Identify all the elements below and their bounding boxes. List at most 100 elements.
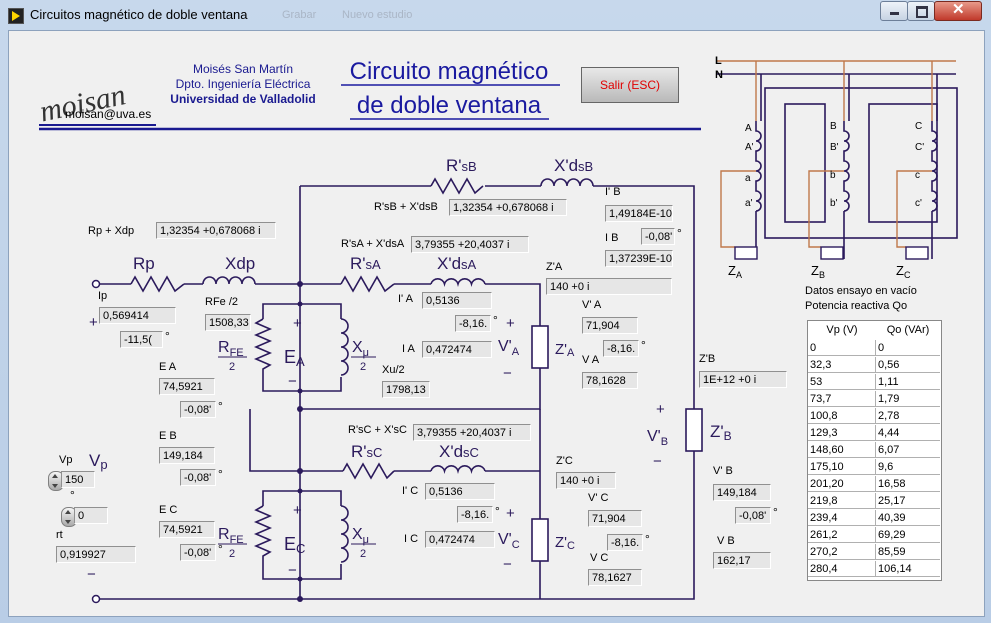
xu2-label: Xu/2 <box>382 364 405 376</box>
table-cell-qo[interactable]: 9,6 <box>876 459 940 475</box>
table-cell-qo[interactable]: 106,14 <box>876 561 940 577</box>
eb-value-label: E B <box>159 430 177 442</box>
table-cell-qo[interactable]: 6,07 <box>876 442 940 458</box>
table-cell-qo[interactable]: 69,29 <box>876 527 940 543</box>
rsb-xdsb-field[interactable]: 1,32354 +0,678068 i <box>449 199 567 216</box>
line-l-label: L <box>715 55 722 67</box>
vpa-angle: -8,16. <box>603 340 639 357</box>
ec-magnitude: 74,5921 <box>159 521 215 538</box>
table-cell-qo[interactable]: 2,78 <box>876 408 940 424</box>
vb-plus: + <box>656 401 665 418</box>
table-cell-vp[interactable]: 129,3 <box>808 425 876 441</box>
rsc-xsc-field[interactable]: 3,79355 +20,4037 i <box>413 424 531 441</box>
table-cell-qo[interactable]: 25,17 <box>876 493 940 509</box>
table-cell-qo[interactable]: 0 <box>876 340 940 356</box>
table-cell-vp[interactable]: 280,4 <box>808 561 876 577</box>
vap-field: 78,1628 <box>582 372 638 389</box>
rsc-label: R'sC <box>351 442 382 461</box>
table-cell-qo[interactable]: 4,44 <box>876 425 940 441</box>
load-za-label: ZA <box>728 263 742 280</box>
line-n-label: N <box>715 69 723 81</box>
ghost-menu-item: Nuevo estudio <box>342 9 413 21</box>
winding-label: C <box>915 121 922 132</box>
winding-label: C' <box>915 142 924 153</box>
maximize-button[interactable] <box>907 1 935 21</box>
table-cell-vp[interactable]: 239,4 <box>808 510 876 526</box>
ec-value-label: E C <box>159 504 178 516</box>
title-bar[interactable]: Circuitos magnético de doble ventana Gra… <box>0 0 991 30</box>
zpa-field[interactable]: 140 +0 i <box>546 278 672 295</box>
close-button[interactable]: ✕ <box>934 1 982 21</box>
vp-stepper[interactable] <box>48 471 64 491</box>
table-cell-vp[interactable]: 53 <box>808 374 876 390</box>
xmu-a-label: Xμ <box>352 339 369 359</box>
table-cell-vp[interactable]: 0 <box>808 340 876 356</box>
rsa-xdsa-field[interactable]: 3,79355 +20,4037 i <box>411 236 529 253</box>
winding-label: b <box>830 170 836 181</box>
zpc-field[interactable]: 140 +0 i <box>556 472 616 489</box>
table-cell-vp[interactable]: 32,3 <box>808 357 876 373</box>
zpc-label: Z'C <box>556 455 573 467</box>
xu2-field[interactable]: 1798,13 <box>382 381 430 398</box>
vp-input[interactable]: 150 <box>61 471 95 488</box>
rp-xdp-field[interactable]: 1,32354 +0,678068 i <box>156 222 276 239</box>
table-cell-qo[interactable]: 85,59 <box>876 544 940 560</box>
rsb-xdsb-label: R'sB + X'dsB <box>374 201 438 213</box>
zpb-field[interactable]: 1E+12 +0 i <box>699 371 787 388</box>
ib-angle: -0,08' <box>641 228 675 245</box>
vp-angle-input[interactable]: 0 <box>74 507 108 524</box>
winding-label: c <box>915 170 920 181</box>
table-cell-vp[interactable]: 261,2 <box>808 527 876 543</box>
vb-minus: − <box>653 453 662 470</box>
table-cell-vp[interactable]: 201,20 <box>808 476 876 492</box>
table-cell-vp[interactable]: 100,8 <box>808 408 876 424</box>
table-cell-vp[interactable]: 270,2 <box>808 544 876 560</box>
table-cell-vp[interactable]: 219,8 <box>808 493 876 509</box>
table-cell-qo[interactable]: 16,58 <box>876 476 940 492</box>
rt-label: rt <box>56 529 63 541</box>
author-name: Moisés San Martín <box>193 62 293 76</box>
zb-label: Z'B <box>710 422 732 443</box>
ea-value-label: E A <box>159 361 177 373</box>
ec-angle: -0,08' <box>180 544 216 561</box>
table-cell-qo[interactable]: 1,11 <box>876 374 940 390</box>
vp-value-label: Vp <box>59 454 73 466</box>
table-cell-qo[interactable]: 40,39 <box>876 510 940 526</box>
ea-plus: + <box>293 315 302 332</box>
winding-label: B' <box>830 142 839 153</box>
winding-label: a' <box>745 198 753 209</box>
minimize-button[interactable] <box>880 1 908 21</box>
rfe2-field[interactable]: 1508,33 <box>205 314 251 331</box>
ec-degree: ° <box>218 542 223 556</box>
table-cell-vp[interactable]: 175,10 <box>808 459 876 475</box>
rsa-label: R'sA <box>350 254 381 273</box>
table-cell-qo[interactable]: 0,56 <box>876 357 940 373</box>
table-cell-vp[interactable]: 148,60 <box>808 442 876 458</box>
circuit-diagram: .w{stroke:#2b1a5c;stroke-width:1.6;fill:… <box>37 55 958 604</box>
rsa-xdsa-label: R'sA + X'dsA <box>341 238 405 250</box>
minimize-icon <box>890 12 899 15</box>
exit-button[interactable]: Salir (ESC) <box>581 67 679 103</box>
ipa-label: I' A <box>398 293 413 305</box>
table-cell-qo[interactable]: 1,79 <box>876 391 940 407</box>
table-cell-vp[interactable]: 73,7 <box>808 391 876 407</box>
ip-angle: -11,5( <box>120 331 163 348</box>
input-plus: + <box>89 314 98 331</box>
ip-label: Ip <box>98 290 108 302</box>
